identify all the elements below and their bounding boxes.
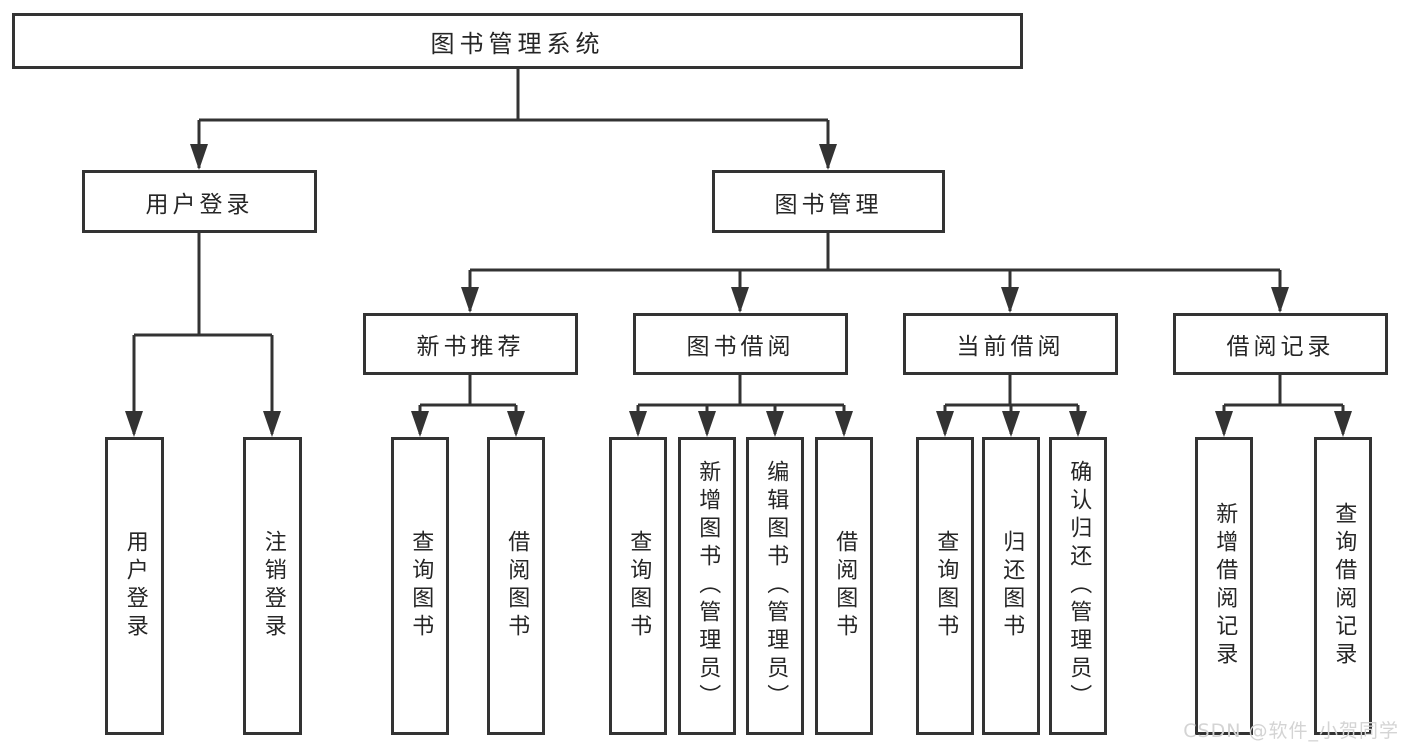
- node-new-book-recommend: 新书推荐: [363, 313, 578, 375]
- leaf-add-borrow-record: 新增借阅记录: [1195, 437, 1253, 735]
- leaf-add-borrow-record-label: 新增借阅记录: [1212, 502, 1238, 670]
- leaf-borrow-books: 借阅图书: [815, 437, 873, 735]
- leaf-confirm-return-admin: 确认归还（管理员）: [1049, 437, 1107, 735]
- node-current-borrow-label: 当前借阅: [956, 334, 1065, 360]
- node-book-borrow-label: 图书借阅: [686, 334, 795, 360]
- root-node: 图书管理系统: [12, 13, 1023, 69]
- node-current-borrow: 当前借阅: [903, 313, 1118, 375]
- arrowheads: [125, 144, 1352, 437]
- leaf-recommend-borrow-books: 借阅图书: [487, 437, 545, 735]
- leaf-add-books-admin: 新增图书（管理员）: [678, 437, 736, 735]
- leaf-return-books-label: 归还图书: [999, 530, 1025, 642]
- leaf-query-borrow-record-label: 查询借阅记录: [1331, 502, 1357, 670]
- node-user-login: 用户登录: [82, 170, 317, 233]
- leaf-confirm-return-admin-label: 确认归还（管理员）: [1066, 460, 1092, 712]
- leaf-recommend-query-books: 查询图书: [391, 437, 449, 735]
- leaf-return-books: 归还图书: [982, 437, 1040, 735]
- node-borrow-records: 借阅记录: [1173, 313, 1388, 375]
- leaf-user-login-label: 用户登录: [122, 530, 148, 642]
- leaf-add-books-admin-label: 新增图书（管理员）: [695, 460, 721, 712]
- leaf-edit-books-admin-label: 编辑图书（管理员）: [763, 460, 789, 712]
- node-book-management-label: 图书管理: [774, 191, 883, 218]
- watermark: CSDN @软件_小贺同学: [1183, 720, 1399, 742]
- node-new-book-recommend-label: 新书推荐: [416, 334, 525, 360]
- leaf-current-query-books-label: 查询图书: [933, 530, 959, 642]
- leaf-borrow-books-label: 借阅图书: [832, 530, 858, 642]
- leaf-logout: 注销登录: [243, 437, 302, 735]
- leaf-edit-books-admin: 编辑图书（管理员）: [746, 437, 804, 735]
- leaf-query-borrow-record: 查询借阅记录: [1314, 437, 1372, 735]
- node-book-management: 图书管理: [712, 170, 945, 233]
- leaf-logout-label: 注销登录: [260, 530, 286, 642]
- node-book-borrow: 图书借阅: [633, 313, 848, 375]
- leaf-user-login: 用户登录: [105, 437, 164, 735]
- leaf-recommend-query-books-label: 查询图书: [408, 530, 434, 642]
- node-borrow-records-label: 借阅记录: [1226, 334, 1335, 360]
- root-node-label: 图书管理系统: [430, 29, 605, 58]
- leaf-borrow-query-books-label: 查询图书: [626, 530, 652, 642]
- leaf-borrow-query-books: 查询图书: [609, 437, 667, 735]
- leaf-recommend-borrow-books-label: 借阅图书: [504, 530, 530, 642]
- node-user-login-label: 用户登录: [145, 191, 254, 218]
- leaf-current-query-books: 查询图书: [916, 437, 974, 735]
